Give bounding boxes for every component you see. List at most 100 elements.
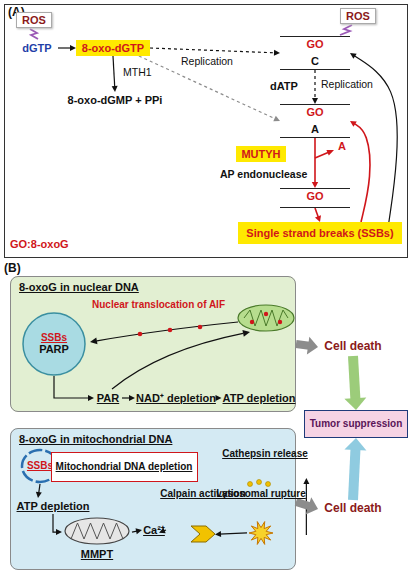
cathepsin-dot (257, 480, 262, 485)
node-text: GO (306, 38, 323, 51)
connector (350, 121, 370, 222)
free-label: A (338, 140, 346, 153)
arrow-head (326, 150, 334, 156)
node-text: Cell death (324, 340, 381, 354)
connector (344, 438, 366, 500)
process-text: ATP depletion (222, 390, 297, 406)
node-text: Cell death (324, 502, 381, 516)
arrow-head (242, 330, 250, 337)
connector (36, 484, 42, 498)
node-text: MUTYH (241, 148, 280, 161)
node-text: 8-oxoG in nuclear DNA (19, 281, 139, 294)
node-text: Tumor suppression (310, 418, 403, 430)
ros-box: ROS (340, 8, 376, 24)
nuclear-panel: 8-oxoG in nuclear DNA SSBsPARP PAR NAD⁺ dep… (10, 276, 296, 412)
connector (312, 70, 318, 104)
free-label: GO:8-oxoG (10, 238, 69, 251)
arrow-head (350, 121, 357, 127)
dna-duplex: GOA (280, 104, 350, 138)
arrow-head (315, 215, 321, 222)
lysosome-burst (249, 522, 273, 545)
mitochondrion: MMPT (62, 516, 132, 562)
outcome-text: Cell death (318, 338, 388, 356)
arrow-head (36, 492, 42, 498)
mito-panel: 8-oxoG in mitochondrial DNASSBsMitochond… (10, 428, 296, 570)
node-text: PAR (97, 392, 119, 405)
node-text: Mitochondrial DNA depletion (56, 461, 193, 473)
outcome-box: Tumor suppression (304, 410, 408, 438)
connector-line (354, 123, 370, 222)
base-excision-arrow (315, 153, 328, 159)
connector-line (353, 446, 356, 500)
node-text: NAD⁺ depletion (136, 392, 216, 405)
aif-dot (250, 320, 254, 324)
arrow-head (344, 397, 366, 410)
process-text: PAR (94, 390, 122, 406)
calpain-step-shape (159, 524, 247, 544)
node-text: SSBs (41, 332, 67, 344)
connector-line (150, 48, 276, 53)
connector-line (314, 70, 315, 100)
connector-line (139, 56, 276, 119)
node-text: Single strand breaks (SSBs) (246, 227, 393, 240)
connector-line (314, 138, 316, 184)
mitochondrion-cristae (71, 523, 123, 539)
calpain-chevron (191, 526, 215, 542)
node-text: ROS (346, 10, 370, 23)
connector-line (353, 356, 356, 402)
arrow-head (344, 438, 366, 451)
connector-line (219, 533, 247, 534)
arrow-head (90, 337, 98, 344)
node-text: ROS (22, 14, 46, 27)
node-text: GO (306, 106, 323, 119)
node-text: 8-oxoG in mitochondrial DNA (19, 433, 172, 446)
connector (58, 45, 76, 51)
arrow-head (307, 337, 318, 355)
free-label: (B) (4, 262, 21, 276)
node-text: Cathepsin release (222, 448, 308, 460)
connector (296, 497, 318, 514)
connector (139, 56, 280, 121)
node-text: Lysosomal rupture (216, 488, 306, 500)
arrow-head (112, 86, 118, 92)
connector (132, 528, 142, 534)
connector (315, 208, 321, 222)
aif-dot (168, 328, 173, 333)
arrow-head (306, 497, 318, 514)
arrow-head (88, 395, 94, 401)
node-text: GO (306, 190, 323, 203)
ros-box: ROS (16, 12, 52, 28)
edge-label: MTH1 (122, 66, 153, 78)
node-text: 8-oxo-dGTP (82, 42, 144, 55)
enzyme-box: MUTYH (236, 146, 286, 162)
node-text: C (311, 55, 319, 68)
connector-line (54, 376, 90, 398)
process-text: ATP depletion (16, 498, 91, 514)
connector (296, 337, 318, 355)
release-text: Cathepsin release (221, 448, 309, 478)
arrow-head (216, 395, 222, 401)
ros-lightning (340, 25, 352, 35)
arrow-head (350, 53, 357, 59)
aif-dot (264, 312, 268, 316)
dna-duplex: GO C (280, 36, 350, 70)
connector (215, 531, 247, 537)
dna-duplex: GO (280, 188, 350, 208)
connector (344, 356, 366, 410)
mitochondrion-shape (62, 516, 132, 546)
node-text: Ca²⁺ (143, 524, 165, 537)
oxidized-nucleotide: 8-oxo-dGTP (76, 40, 150, 56)
outcome-text: Cell death (318, 500, 388, 518)
ssb-box: Single strand breaks (SSBs) (238, 222, 402, 244)
process-text: NAD⁺ depletion (135, 390, 217, 406)
panel-fills (10, 276, 296, 570)
product-label: 8-oxo-dGMP + PPi (60, 92, 170, 108)
node-text: PARP (39, 343, 69, 356)
nucleus: SSBsPARP (22, 312, 86, 376)
nucleus-outline (23, 313, 85, 375)
arrow-head (56, 529, 62, 535)
node-text: ATP depletion (223, 392, 296, 405)
connector (53, 514, 62, 535)
cathepsin-dot (266, 482, 271, 487)
